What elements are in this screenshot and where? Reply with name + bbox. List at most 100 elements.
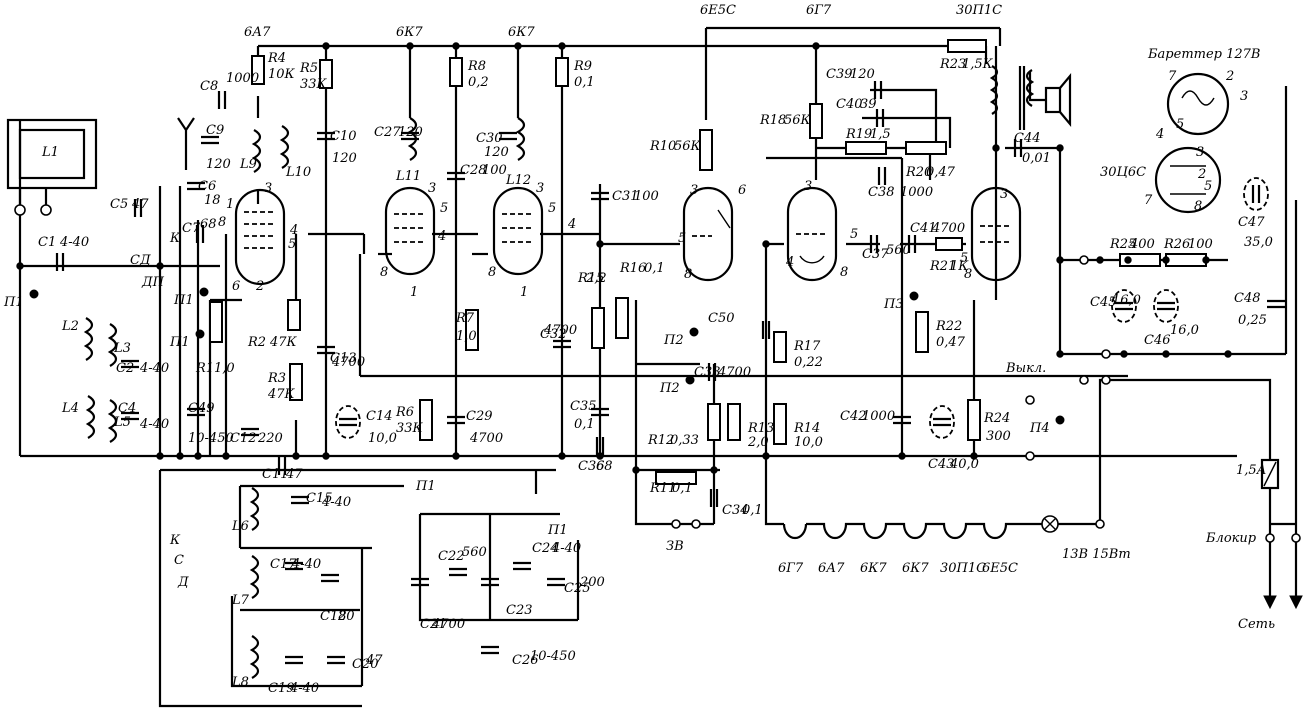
capacitor-plates [411,577,429,587]
tube-name: 6Г7 [806,3,832,18]
switch-label: П1 [547,523,568,538]
junction-dot [1056,350,1064,358]
capacitor-ref: C37 [862,247,889,262]
electrolytic-outline [335,405,361,439]
heater-label: 6К7 [902,561,929,576]
capacitor-plates [873,81,883,99]
tube-pin: 4 [1155,127,1164,142]
capacitor-plates [595,437,605,455]
capacitor-c23: C23 [481,577,533,618]
junction-dot [1124,256,1132,264]
capacitor-ref: C41 [910,221,937,236]
resistor-value: 0,1 [574,75,595,90]
capacitor-plates [1013,139,1023,157]
resistor-value: 47К [269,335,298,350]
resistor-ref: R2 [247,335,266,350]
capacitor-ref: C17 [270,557,297,572]
capacitor-ref: C32 [540,327,567,342]
resistor-value: 47К [267,387,296,402]
resistor-body [591,307,605,349]
capacitor-ref: C21 [420,617,447,632]
switch-contact [909,291,919,301]
junction-dot [194,452,202,460]
capacitor-plates [321,573,339,583]
capacitor-ref: C36 [578,459,605,474]
resistor-body [809,103,823,139]
resistor-body [699,129,713,171]
coil-l9: L9 [239,129,262,173]
capacitor-ref: C9 [206,123,224,138]
heater-label: 6К7 [860,561,887,576]
resistor-value: 10К [268,67,296,82]
resistor-value: 1,0 [456,329,477,344]
tube-pin: 5 [960,251,968,266]
capacitor-value: 16,0 [1170,323,1199,338]
switch-label: П2 [659,381,680,396]
coil-label: L11 [395,169,421,184]
resistor-value: 56К [674,139,702,154]
capacitor-ref: C39 [826,67,853,82]
band-label-d: Д [177,575,189,590]
fuse-label: 1,5А [1236,463,1267,478]
capacitor-plates [1115,301,1133,311]
capacitor-value: 40,0 [949,457,979,472]
capacitor-value: 1000 [862,409,895,424]
resistor-ref: R1 [195,361,214,376]
band-label-k: К [169,533,181,548]
tube-6A7 [234,188,286,286]
capacitor-value: 0,1 [742,503,763,518]
resistor-value: 100 [1188,237,1213,252]
resistor-body [845,141,887,155]
heater-label: 30П1С [940,561,986,576]
capacitor-ref: C6 [198,179,216,194]
resistor-body [449,57,463,87]
coil-winding [249,487,260,531]
junction-dot [1162,256,1170,264]
capacitor-c50: C50 [708,311,771,339]
tube-30C6C [1154,146,1222,214]
resistor-ref: R17 [793,339,821,354]
resistor-value: 0,1 [644,261,665,276]
lamp-label: 13В 15Вт [1062,547,1131,562]
capacitor-ref: C11 [262,467,289,482]
capacitor-ref: C38 [868,185,895,200]
capacitor-ref: C46 [1144,333,1171,348]
capacitor-plates [327,655,345,665]
capacitor-plates [121,359,139,369]
capacitor-ref: C18 [320,609,347,624]
sound-label: ЗВ [666,539,684,554]
resistor-ref: R21 [929,259,956,274]
resistor-ref: R10 [649,139,676,154]
switch-label: П3 [883,297,904,312]
capacitor-plates [1251,185,1261,203]
capacitor-plates [317,345,335,355]
capacitor-value: 4-40 [289,681,319,696]
junction-dot [762,240,770,248]
capacitor-value: 47 [365,653,383,668]
electrolytic-outline [1243,177,1269,211]
junction-dot [16,262,24,270]
tube-30P1C [970,186,1022,282]
capacitor-ref: C43 [928,457,955,472]
coil-label: L2 [61,319,79,334]
tube-pin: 8 [964,267,972,282]
coil-winding [85,395,96,439]
resistor-ref: R23 [939,57,966,72]
resistor-value: 10,0 [794,435,823,450]
capacitor-value: 120 [850,67,875,82]
capacitor-plates [449,567,467,577]
resistor-ref: R15 [577,271,604,286]
capacitor-ref: C49 [188,401,215,416]
